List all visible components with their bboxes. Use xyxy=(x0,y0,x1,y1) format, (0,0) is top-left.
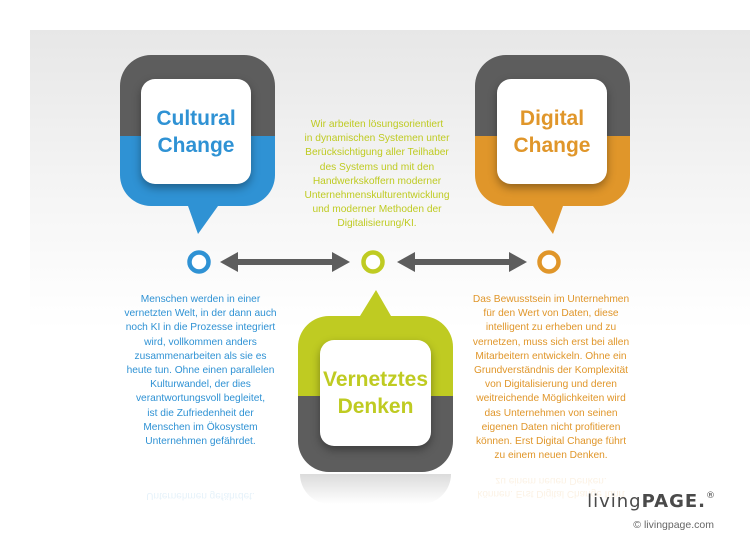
center-description: Wir arbeiten lösungsorientiert in dynami… xyxy=(304,119,450,230)
node-circle-orange xyxy=(537,250,561,274)
vernetztes-denken-bubble: Vernetztes Denken xyxy=(298,290,453,472)
livingpage-logo: livingPAGE.® xyxy=(556,491,716,513)
digital-change-bubble: Digital Change xyxy=(475,55,630,235)
cultural-change-label-box: Cultural Change xyxy=(141,79,251,184)
cultural-change-bubble: Cultural Change xyxy=(120,55,275,235)
logo-living: living xyxy=(587,491,642,512)
vernetztes-denken-label-box: Vernetztes Denken xyxy=(320,340,431,446)
cultural-change-title: Cultural Change xyxy=(156,106,236,157)
double-arrow-left xyxy=(220,252,350,272)
copyright-text: © livingpage.com xyxy=(633,519,714,531)
digital-change-description: Das Bewusstsein im Unternehmen für den W… xyxy=(472,294,630,462)
digital-change-label-box: Digital Change xyxy=(497,79,607,184)
vernetztes-denken-title: Vernetztes Denken xyxy=(322,368,429,418)
left-text-reflection: Unternehmen gefährdet. xyxy=(146,490,255,501)
node-circle-green xyxy=(361,250,385,274)
bubble-reflection xyxy=(300,474,451,504)
logo-registered-mark: ® xyxy=(706,491,716,501)
node-circle-blue xyxy=(187,250,211,274)
logo-page: PAGE. xyxy=(641,491,706,512)
cultural-change-description: Menschen werden in einer vernetzten Welt… xyxy=(124,294,277,448)
digital-change-title: Digital Change xyxy=(513,106,591,157)
double-arrow-right xyxy=(397,252,527,272)
